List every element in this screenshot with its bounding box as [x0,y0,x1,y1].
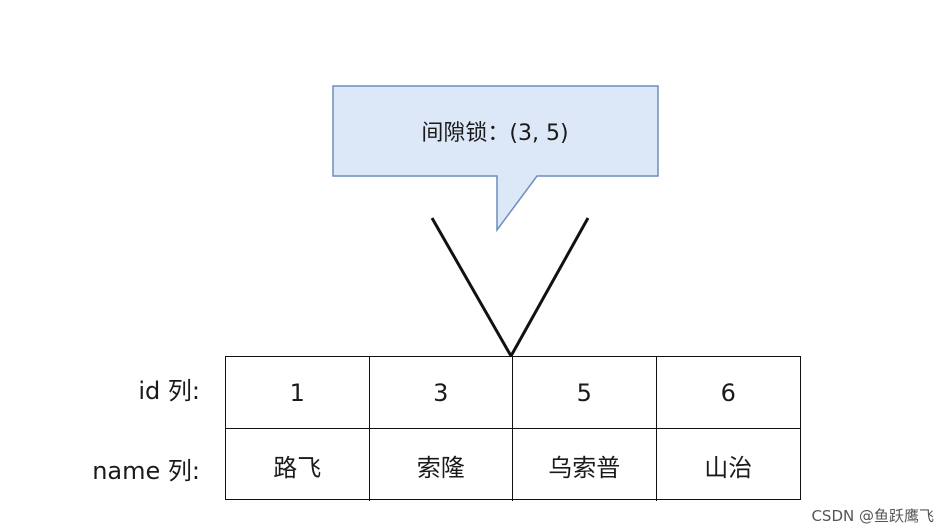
id-cell: 5 [513,357,657,429]
name-cell: 乌索普 [513,429,657,501]
id-cell: 1 [226,357,370,429]
gap-pointer-right-line [509,217,590,357]
name-cell: 山治 [704,453,753,482]
gap-lock-label: 间隙锁：(3, 5) [421,121,568,146]
gap-pointer-left-line [430,217,513,357]
index-table: 1 3 5 6 路飞 索隆 乌索普 山治 [225,356,801,501]
name-cell: 路飞 [226,429,370,501]
name-row-label: name 列: [92,457,200,485]
id-cell: 3 [369,357,513,429]
watermark: CSDN @鱼跃鹰飞 [811,507,934,525]
id-cell: 6 [656,357,800,429]
gap-lock-callout [332,85,659,233]
id-row-label: id 列: [138,377,200,405]
name-cell: 索隆 [370,429,513,501]
